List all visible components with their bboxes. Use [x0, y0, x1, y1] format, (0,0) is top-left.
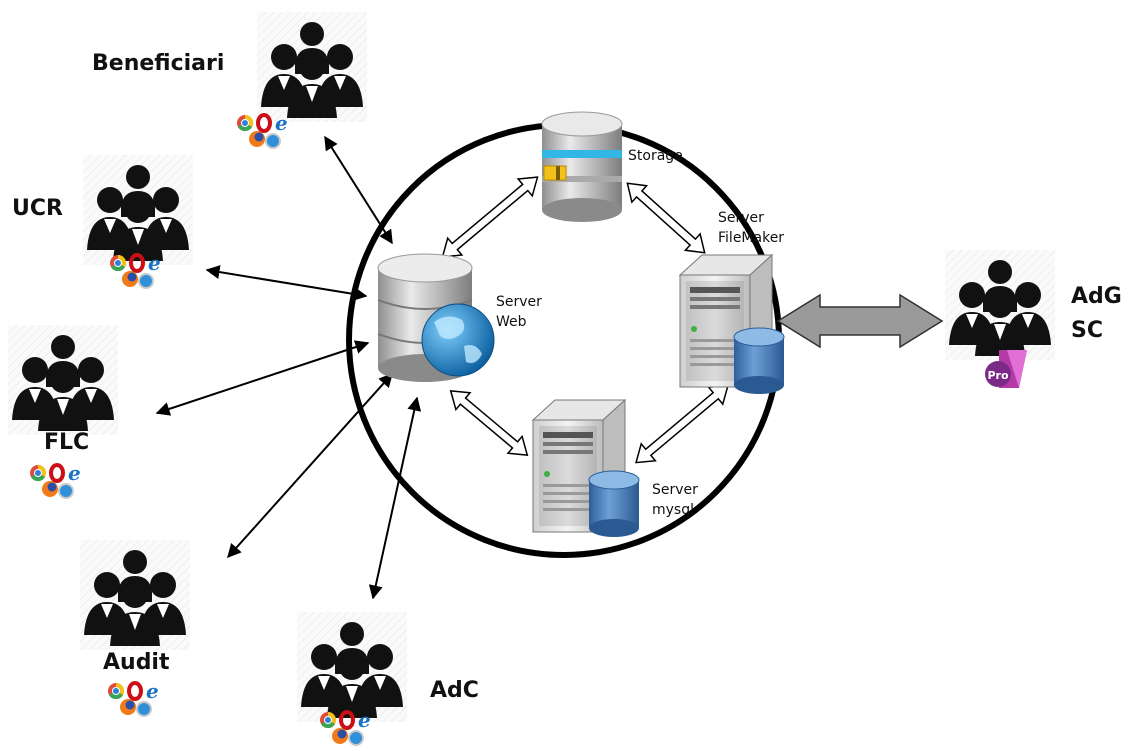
- filemaker-db-icon: [733, 327, 785, 395]
- label-web-line2: Web: [496, 314, 527, 330]
- audit-people-icon: [80, 540, 190, 650]
- adg-people-icon: [945, 250, 1055, 360]
- filemaker-pro-icon: Pro: [985, 350, 1027, 388]
- mysql-db-icon: [588, 470, 640, 538]
- label-web-server: Server Web: [496, 292, 542, 332]
- link-web-mysql: [449, 390, 529, 456]
- label-filemaker-line2: FileMaker: [718, 230, 785, 246]
- beneficiari-browsers-icon: [235, 109, 290, 150]
- audit-browsers-icon: [106, 677, 161, 718]
- label-storage: Storage: [628, 148, 683, 164]
- label-web-line1: Server: [496, 294, 542, 310]
- storage-icon: [541, 111, 623, 222]
- link-storage-filemaker: [626, 182, 706, 254]
- label-filemaker-server: Server FileMaker: [718, 208, 784, 248]
- label-mysql-line2: mysql: [652, 502, 694, 518]
- label-ucr: UCR: [12, 196, 63, 221]
- label-adg-line2: SC: [1071, 318, 1103, 343]
- label-mysql-line1: Server: [652, 482, 698, 498]
- ucr-people-icon: [83, 155, 193, 265]
- link-filemaker-adg: [776, 293, 944, 349]
- flc-browsers-icon: [28, 459, 83, 500]
- label-beneficiari: Beneficiari: [92, 51, 225, 76]
- flc-people-icon: [8, 325, 118, 435]
- arrow-beneficiari-web: [324, 135, 393, 245]
- beneficiari-people-icon: [257, 12, 367, 122]
- access-arrows: [155, 135, 422, 600]
- adc-people-icon: [297, 612, 407, 722]
- label-flc: FLC: [44, 430, 90, 455]
- link-web-storage: [441, 176, 539, 258]
- arrow-adc-web: [368, 396, 422, 600]
- arrow-audit-web: [227, 372, 393, 559]
- label-adg: AdG SC: [1071, 280, 1122, 348]
- adc-browsers-icon: [318, 706, 373, 747]
- label-audit: Audit: [103, 650, 170, 675]
- label-filemaker-line1: Server: [718, 210, 764, 226]
- globe-icon: [421, 303, 495, 377]
- label-adg-line1: AdG: [1071, 284, 1122, 309]
- ucr-browsers-icon: [108, 249, 163, 290]
- label-mysql-server: Server mysql: [652, 480, 698, 520]
- label-adc: AdC: [430, 678, 479, 703]
- arrow-flc-web: [155, 340, 370, 416]
- arrow-ucr-web: [205, 265, 368, 301]
- link-mysql-filemaker: [635, 384, 729, 464]
- filemaker-pro-badge: Pro: [987, 369, 1008, 382]
